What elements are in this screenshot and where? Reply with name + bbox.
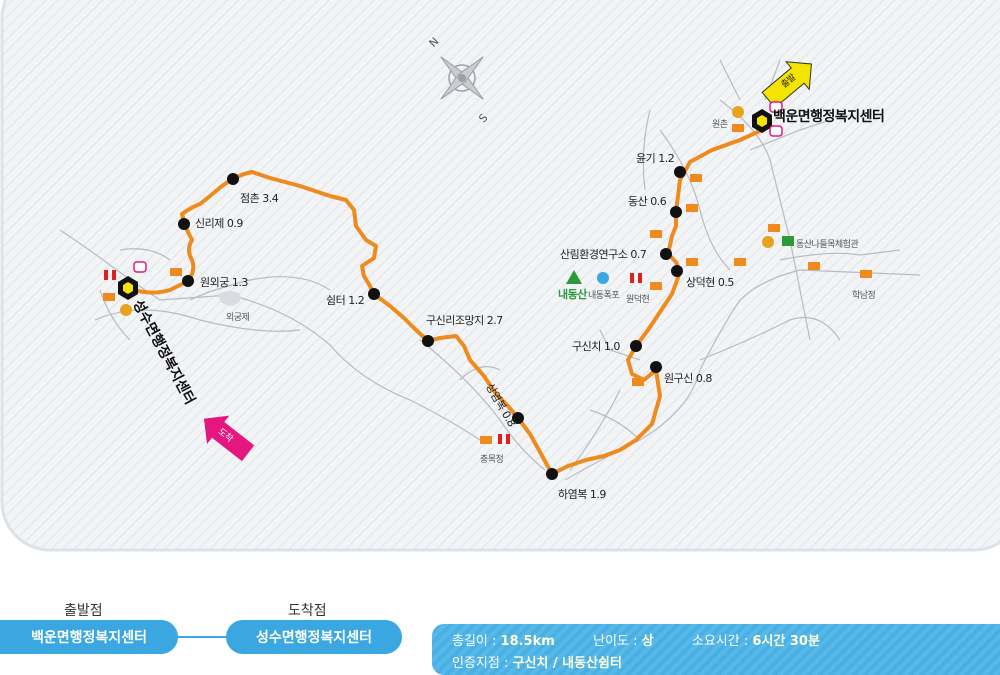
- waypoint-label-yungi: 윤기 1.2: [636, 152, 675, 165]
- place-haknamjeong: 학남정: [852, 291, 876, 301]
- waypoint-label-sangdeokhyeon: 상덕현 0.5: [686, 276, 734, 289]
- bus-icon: [769, 101, 783, 113]
- end-point-pill: 성수면행정복지센터: [226, 620, 402, 654]
- start-caption: 출발점: [64, 603, 103, 619]
- restaurant-icon: [762, 236, 774, 248]
- waypoint-label-jeomchon: 점촌 3.4: [240, 192, 279, 205]
- mountain-icon: [566, 270, 582, 284]
- end-caption: 도착점: [288, 603, 327, 619]
- map-background: [0, 0, 1000, 552]
- place-wondeokhyeon: 원덕현: [626, 295, 650, 305]
- start-point-icon: [752, 109, 772, 133]
- restaurant-icons: [120, 106, 774, 316]
- house-icon: [734, 258, 746, 266]
- end-point-icon: [118, 276, 138, 300]
- place-naedongpokpo: 내동폭포: [588, 291, 620, 301]
- place-chungmokjeong: 충목정: [480, 455, 504, 465]
- legend-connector: [170, 636, 234, 638]
- restroom-icons: [104, 270, 642, 444]
- waypoint-dot-wongung: [182, 275, 194, 287]
- waypoint-label-gusinchi: 구신치 1.0: [572, 340, 620, 353]
- waypoint-label-gusinri: 구신리조망지 2.7: [426, 314, 503, 327]
- reservoir: [218, 291, 241, 306]
- checkpoint-label: 인증지점 :: [452, 656, 513, 671]
- length-label: 총길이 :: [452, 634, 501, 649]
- bus-icon: [769, 125, 783, 137]
- waypoint-dot-gusinri: [422, 335, 434, 347]
- house-icon: [686, 204, 698, 212]
- house-icon: [650, 230, 662, 238]
- compass-icon: [440, 56, 484, 100]
- waypoint-dot-hayeombok: [546, 468, 558, 480]
- waypoint-dot-yungi: [674, 166, 686, 178]
- length-value: 18.5km: [500, 634, 555, 649]
- start-point-pill: 백운면행정복지센터: [0, 620, 178, 654]
- house-icon: [690, 174, 702, 182]
- house-icon: [170, 268, 182, 276]
- end-arrow-icon: [203, 415, 255, 462]
- place-dongsan-farm: 동산나들목체험관: [796, 240, 859, 250]
- summary-row-2: 인증지점 : 구신치 / 내동산쉼터: [452, 652, 622, 671]
- waypoint-dot-dongsan: [670, 206, 682, 218]
- restroom-icon: [498, 434, 502, 444]
- waypoint-label-dongsan: 동산 0.6: [628, 195, 667, 208]
- place-naedongsan: 내동산: [558, 288, 587, 301]
- restroom-icon: [112, 270, 116, 280]
- waterfall-icon: [597, 272, 609, 284]
- house-icon: [768, 224, 780, 232]
- time-value: 6시간 30분: [752, 634, 820, 649]
- waypoint-dot-sangdeokhyeon: [671, 265, 683, 277]
- village-house-icons: [103, 124, 872, 444]
- place-wongungje: 외궁제: [226, 313, 250, 323]
- route-summary: 총길이 : 18.5km 난이도 : 상 소요시간 : 6시간 30분 인증지점…: [432, 624, 1000, 675]
- restroom-icon: [506, 434, 510, 444]
- waypoint-dot-sangyeombok: [512, 412, 524, 424]
- waypoint-label-wongusin: 원구신 0.8: [664, 372, 712, 385]
- waypoint-label-swimteo: 쉼터 1.2: [326, 294, 365, 307]
- place-wonchon: 원촌: [712, 120, 728, 130]
- house-icon: [632, 378, 644, 386]
- bus-icons: [133, 101, 783, 273]
- bus-icon: [133, 261, 147, 273]
- restroom-icon: [638, 273, 642, 283]
- restroom-icon: [104, 270, 108, 280]
- waypoint-dot-sallim: [660, 248, 672, 260]
- farm-icon: [782, 236, 794, 246]
- house-icon: [732, 124, 744, 132]
- summary-row-1: 총길이 : 18.5km 난이도 : 상 소요시간 : 6시간 30분: [452, 630, 820, 649]
- waypoint-dot-wongusin: [650, 361, 662, 373]
- waypoint-label-wongung: 원외궁 1.3: [200, 276, 248, 289]
- checkpoint-value: 구신치 / 내동산쉼터: [512, 656, 622, 671]
- house-icon: [686, 258, 698, 266]
- route-map: N S 원외궁 1.3 신리제 0.9 점촌 3.4 쉼터 1.2 구신리조망지…: [0, 0, 1000, 552]
- waypoint-label-sallim: 산림환경연구소 0.7: [560, 248, 647, 261]
- house-icon: [480, 436, 492, 444]
- difficulty-value: 상: [641, 634, 654, 649]
- map-canvas: [0, 0, 1000, 552]
- difficulty-label: 난이도 :: [593, 634, 642, 649]
- trail-route: [126, 128, 764, 476]
- waypoint-dots: [178, 166, 686, 480]
- house-icon: [650, 282, 662, 290]
- waypoint-label-sinrije: 신리제 0.9: [195, 217, 243, 230]
- house-icon: [103, 293, 115, 301]
- waypoint-dot-gusinchi: [630, 340, 642, 352]
- waypoint-dot-sinrije: [178, 218, 190, 230]
- restaurant-icon: [732, 106, 744, 118]
- time-label: 소요시간 :: [691, 634, 753, 649]
- start-center-label: 백운면행정복지센터: [773, 109, 885, 125]
- house-icon: [808, 262, 820, 270]
- restaurant-icon: [120, 304, 132, 316]
- waypoint-dot-swimteo: [368, 288, 380, 300]
- restroom-icon: [630, 273, 634, 283]
- waypoint-label-hayeombok: 하염복 1.9: [558, 488, 606, 501]
- waypoint-dot-jeomchon: [227, 173, 239, 185]
- house-icon: [860, 270, 872, 278]
